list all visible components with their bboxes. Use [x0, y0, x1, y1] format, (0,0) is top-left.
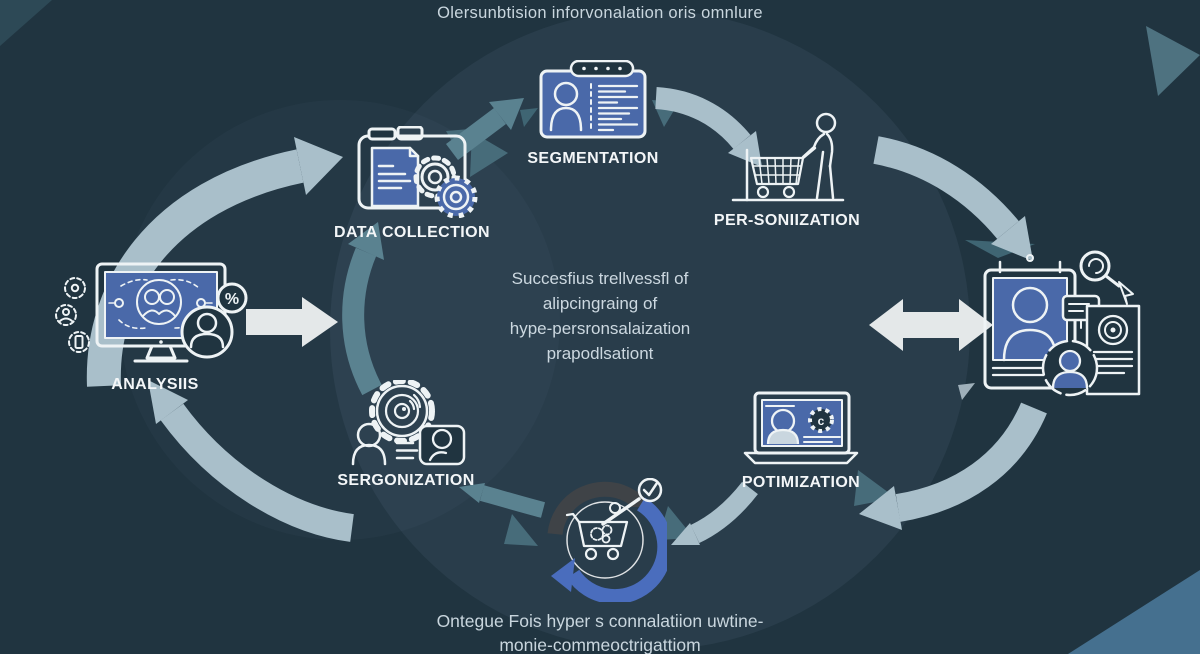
decor-shard [1068, 570, 1200, 654]
arrow-analysis-to-data-collection [86, 137, 343, 387]
decor-shard [958, 383, 975, 400]
arrow-center-to-profile-double [869, 299, 993, 351]
arrow-analysis-to-center [246, 297, 338, 347]
id-card-profile-search-icon [983, 250, 1141, 397]
gear-people-card-icon [351, 380, 466, 466]
footer-caption: Ontegue Fois hyper s connalatiion uwtine… [250, 609, 950, 654]
center-caption-line: alipcingraing of [542, 294, 658, 313]
footer-caption-line: monie-commeoctrigattiom [499, 635, 701, 654]
arrow-cycle-to-sergonization [459, 483, 546, 518]
center-caption-line: hype-persronsalaization [509, 319, 691, 338]
shopper-with-cart-icon [731, 112, 845, 202]
node-optimization: c POTIMIZATION [737, 390, 865, 492]
arrow-optimization-to-cycle [671, 481, 758, 545]
center-caption-line: prapodlsationt [546, 344, 654, 363]
browser-user-list-icon [539, 60, 647, 139]
monitor-audience-analytics-icon: % [55, 262, 248, 363]
arrow-data-collection-to-segmentation [446, 98, 524, 160]
laptop-user-gear-icon: c [743, 391, 859, 465]
arrow-cycle-to-analysis [148, 380, 355, 542]
node-personalization: PER-SONIIZATION [714, 110, 860, 230]
gear-letter-badge: c [818, 414, 825, 428]
diagram-title: Olersunbtision inforvonalation oris omnl… [437, 4, 763, 22]
node-commerce-cycle [543, 478, 667, 602]
center-caption-line: Succesfius trellvessfl of [511, 269, 689, 288]
node-label-personalization: PER-SONIIZATION [713, 212, 861, 229]
node-analysis: % ANALYSIIS [50, 258, 260, 394]
percent-badge: % [225, 291, 239, 308]
node-profile-card [975, 248, 1145, 398]
node-segmentation: SEGMENTATION [527, 60, 658, 168]
decor-shard [504, 514, 538, 546]
node-data-collection: DATA COLLECTION [334, 126, 490, 242]
cart-refresh-check-icon [547, 478, 667, 602]
node-sergonization: SERGONIZATION [337, 380, 474, 490]
node-label-segmentation: SEGMENTATION [527, 150, 659, 167]
decor-shard [520, 108, 538, 127]
arrow-sergonization-to-data-collection [342, 222, 384, 396]
footer-caption-line: Ontegue Fois hyper s connalatiion uwtine… [436, 611, 764, 631]
decor-shard [0, 0, 52, 46]
arrow-profile-to-optimization [859, 402, 1047, 530]
folder-documents-gears-icon [357, 126, 478, 218]
decor-shard [1146, 26, 1200, 96]
arrow-personalization-to-profile [873, 136, 1033, 261]
node-label-optimization: POTIMIZATION [741, 474, 861, 491]
node-label-sergonization: SERGONIZATION [337, 472, 475, 489]
center-caption: Succesfius trellvessfl of alipcingraing … [420, 266, 780, 366]
node-label-analysis: ANALYSIIS [111, 376, 199, 393]
node-label-data-collection: DATA COLLECTION [334, 224, 490, 241]
